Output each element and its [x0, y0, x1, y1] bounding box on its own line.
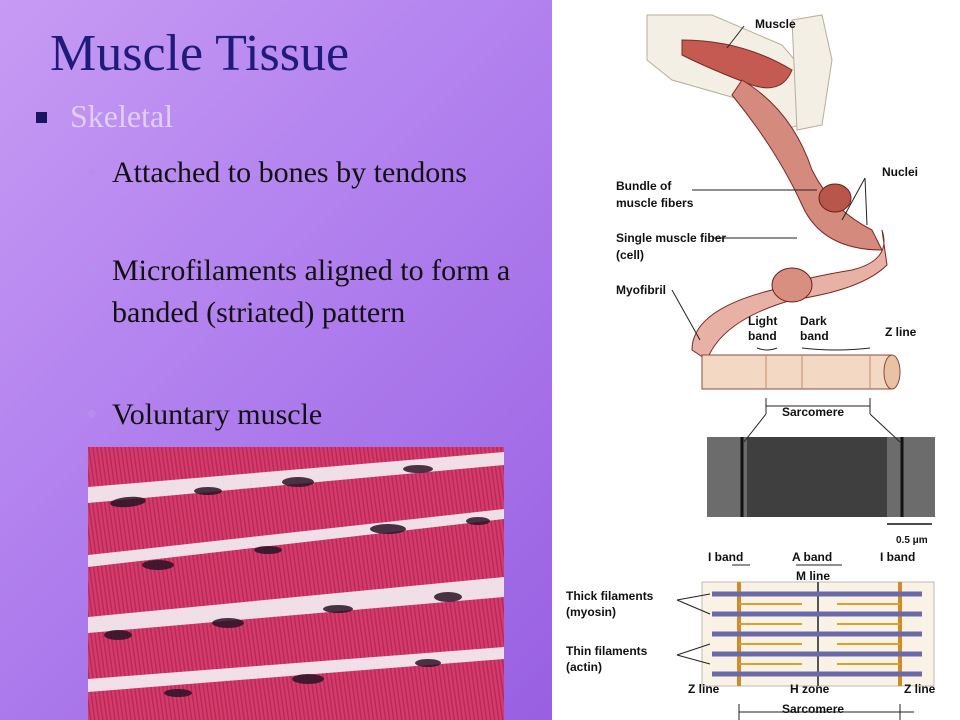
- label-z-line-top: Z line: [885, 325, 917, 339]
- label-i-band-right: I band: [880, 550, 915, 564]
- diamond-bullet-icon: [86, 264, 98, 276]
- label-z-line-bottom-left: Z line: [688, 682, 720, 696]
- diamond-bullet-icon: [86, 408, 98, 420]
- sub-bullet-text: Attached to bones by tendons: [112, 156, 467, 189]
- bullet-label: Skeletal: [70, 98, 174, 134]
- myofibril-cylinder: [701, 354, 893, 390]
- slide-title: Muscle Tissue: [50, 25, 350, 82]
- sub-bullet-text: Voluntary muscle: [112, 398, 323, 431]
- fiber-cross-section: [771, 267, 813, 303]
- label-sarcomere-top: Sarcomere: [782, 405, 844, 419]
- label-thin-filaments-line1: Thin filaments: [566, 644, 648, 658]
- label-m-line: M line: [796, 569, 830, 583]
- label-thin-filaments-line2: (actin): [566, 660, 602, 674]
- muscle-structure-diagram: Muscle Nuclei Bundle of muscle fibers Si…: [566, 14, 936, 720]
- square-bullet-icon: [36, 112, 47, 123]
- label-bundle-line2: muscle fibers: [616, 196, 694, 210]
- label-muscle: Muscle: [755, 17, 796, 31]
- label-h-zone: H zone: [790, 682, 830, 696]
- bundle-cross-section: [818, 183, 852, 213]
- sub-bullet-3: Voluntary muscle: [86, 394, 512, 436]
- sub-bullet-text: Microfilaments aligned to form a banded …: [112, 254, 511, 329]
- sub-bullet-1: Attached to bones by tendons: [86, 152, 512, 194]
- label-z-line-bottom-right: Z line: [904, 682, 936, 696]
- muscle-micrograph-image: [88, 447, 504, 720]
- myofibril-end: [883, 354, 901, 390]
- label-light-band-line2: band: [748, 329, 777, 343]
- label-single-fiber-line1: Single muscle fiber: [616, 231, 726, 245]
- label-thick-filaments-line2: (myosin): [566, 605, 616, 619]
- label-dark-band-line1: Dark: [800, 314, 827, 328]
- label-nuclei: Nuclei: [882, 165, 918, 179]
- muscle-shape: [681, 39, 793, 89]
- label-bundle-line1: Bundle of: [616, 179, 672, 193]
- label-myofibril: Myofibril: [616, 283, 666, 297]
- diamond-bullet-icon: [86, 166, 98, 178]
- forearm-illustration: [791, 14, 833, 131]
- label-thick-filaments-line1: Thick filaments: [566, 589, 654, 603]
- sub-bullet-2: Microfilaments aligned to form a banded …: [86, 250, 512, 334]
- label-i-band-left: I band: [708, 550, 743, 564]
- label-a-band: A band: [792, 550, 832, 564]
- label-sarcomere-bottom: Sarcomere: [782, 702, 844, 716]
- label-light-band-line1: Light: [748, 314, 777, 328]
- label-dark-band-line2: band: [800, 329, 829, 343]
- label-scale-bar: 0.5 μm: [896, 535, 928, 546]
- label-single-fiber-line2: (cell): [616, 248, 644, 262]
